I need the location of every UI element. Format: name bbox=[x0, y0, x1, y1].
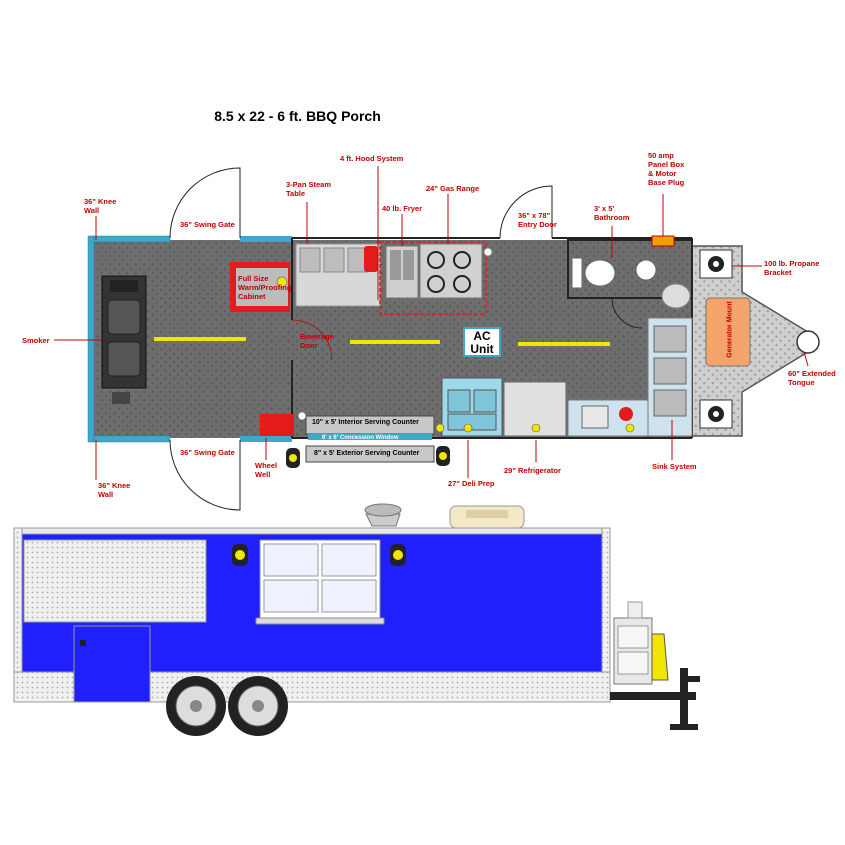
label-exterior-counter: 8" x 5' Exterior Serving Counter bbox=[314, 450, 420, 457]
label-panel: 50 amp Panel Box & Motor Base Plug bbox=[648, 151, 685, 187]
label-beverage: Beverage Door bbox=[300, 332, 334, 350]
label-sink: Sink System bbox=[652, 462, 697, 471]
label-knee-top: 36" Knee Wall bbox=[84, 197, 117, 215]
exterior-counter bbox=[305, 445, 435, 463]
label-generator: Generator Mount bbox=[726, 301, 734, 358]
label-bath: 3' x 5' Bathroom bbox=[594, 204, 630, 222]
label-knee-bottom: 36" Knee Wall bbox=[98, 481, 131, 499]
label-gate-top: 36" Swing Gate bbox=[180, 220, 235, 229]
label-deli: 27" Deli Prep bbox=[448, 479, 495, 488]
label-steam: 3-Pan Steam Table bbox=[286, 180, 332, 198]
label-gate-bottom: 36" Swing Gate bbox=[180, 448, 235, 457]
label-hood: 4 ft. Hood System bbox=[340, 154, 404, 163]
ac-unit: AC Unit bbox=[463, 327, 501, 357]
label-entry: 36" x 78" Entry Door bbox=[518, 211, 557, 229]
concession-window bbox=[308, 434, 432, 440]
label-window: 6' x 6' Concession Window bbox=[322, 435, 399, 441]
label-cabinet: Full Size Warm/Proofing Cabinet bbox=[238, 274, 292, 301]
label-range: 24" Gas Range bbox=[426, 184, 480, 193]
diagram-title: 8.5 x 22 - 6 ft. BBQ Porch bbox=[214, 108, 381, 124]
label-fryer: 40 lb. Fryer bbox=[382, 204, 423, 213]
label-smoker: Smoker bbox=[22, 336, 50, 345]
label-fridge: 29" Refrigerator bbox=[504, 466, 561, 475]
generator-mount bbox=[705, 297, 751, 367]
label-propane: 100 lb. Propane Bracket bbox=[764, 259, 820, 277]
label-wheel: Wheel Well bbox=[255, 461, 278, 479]
label-tongue: 60" Extended Tongue bbox=[788, 369, 836, 387]
wheels bbox=[166, 676, 288, 736]
label-interior-counter: 10" x 5' Interior Serving Counter bbox=[312, 419, 419, 426]
